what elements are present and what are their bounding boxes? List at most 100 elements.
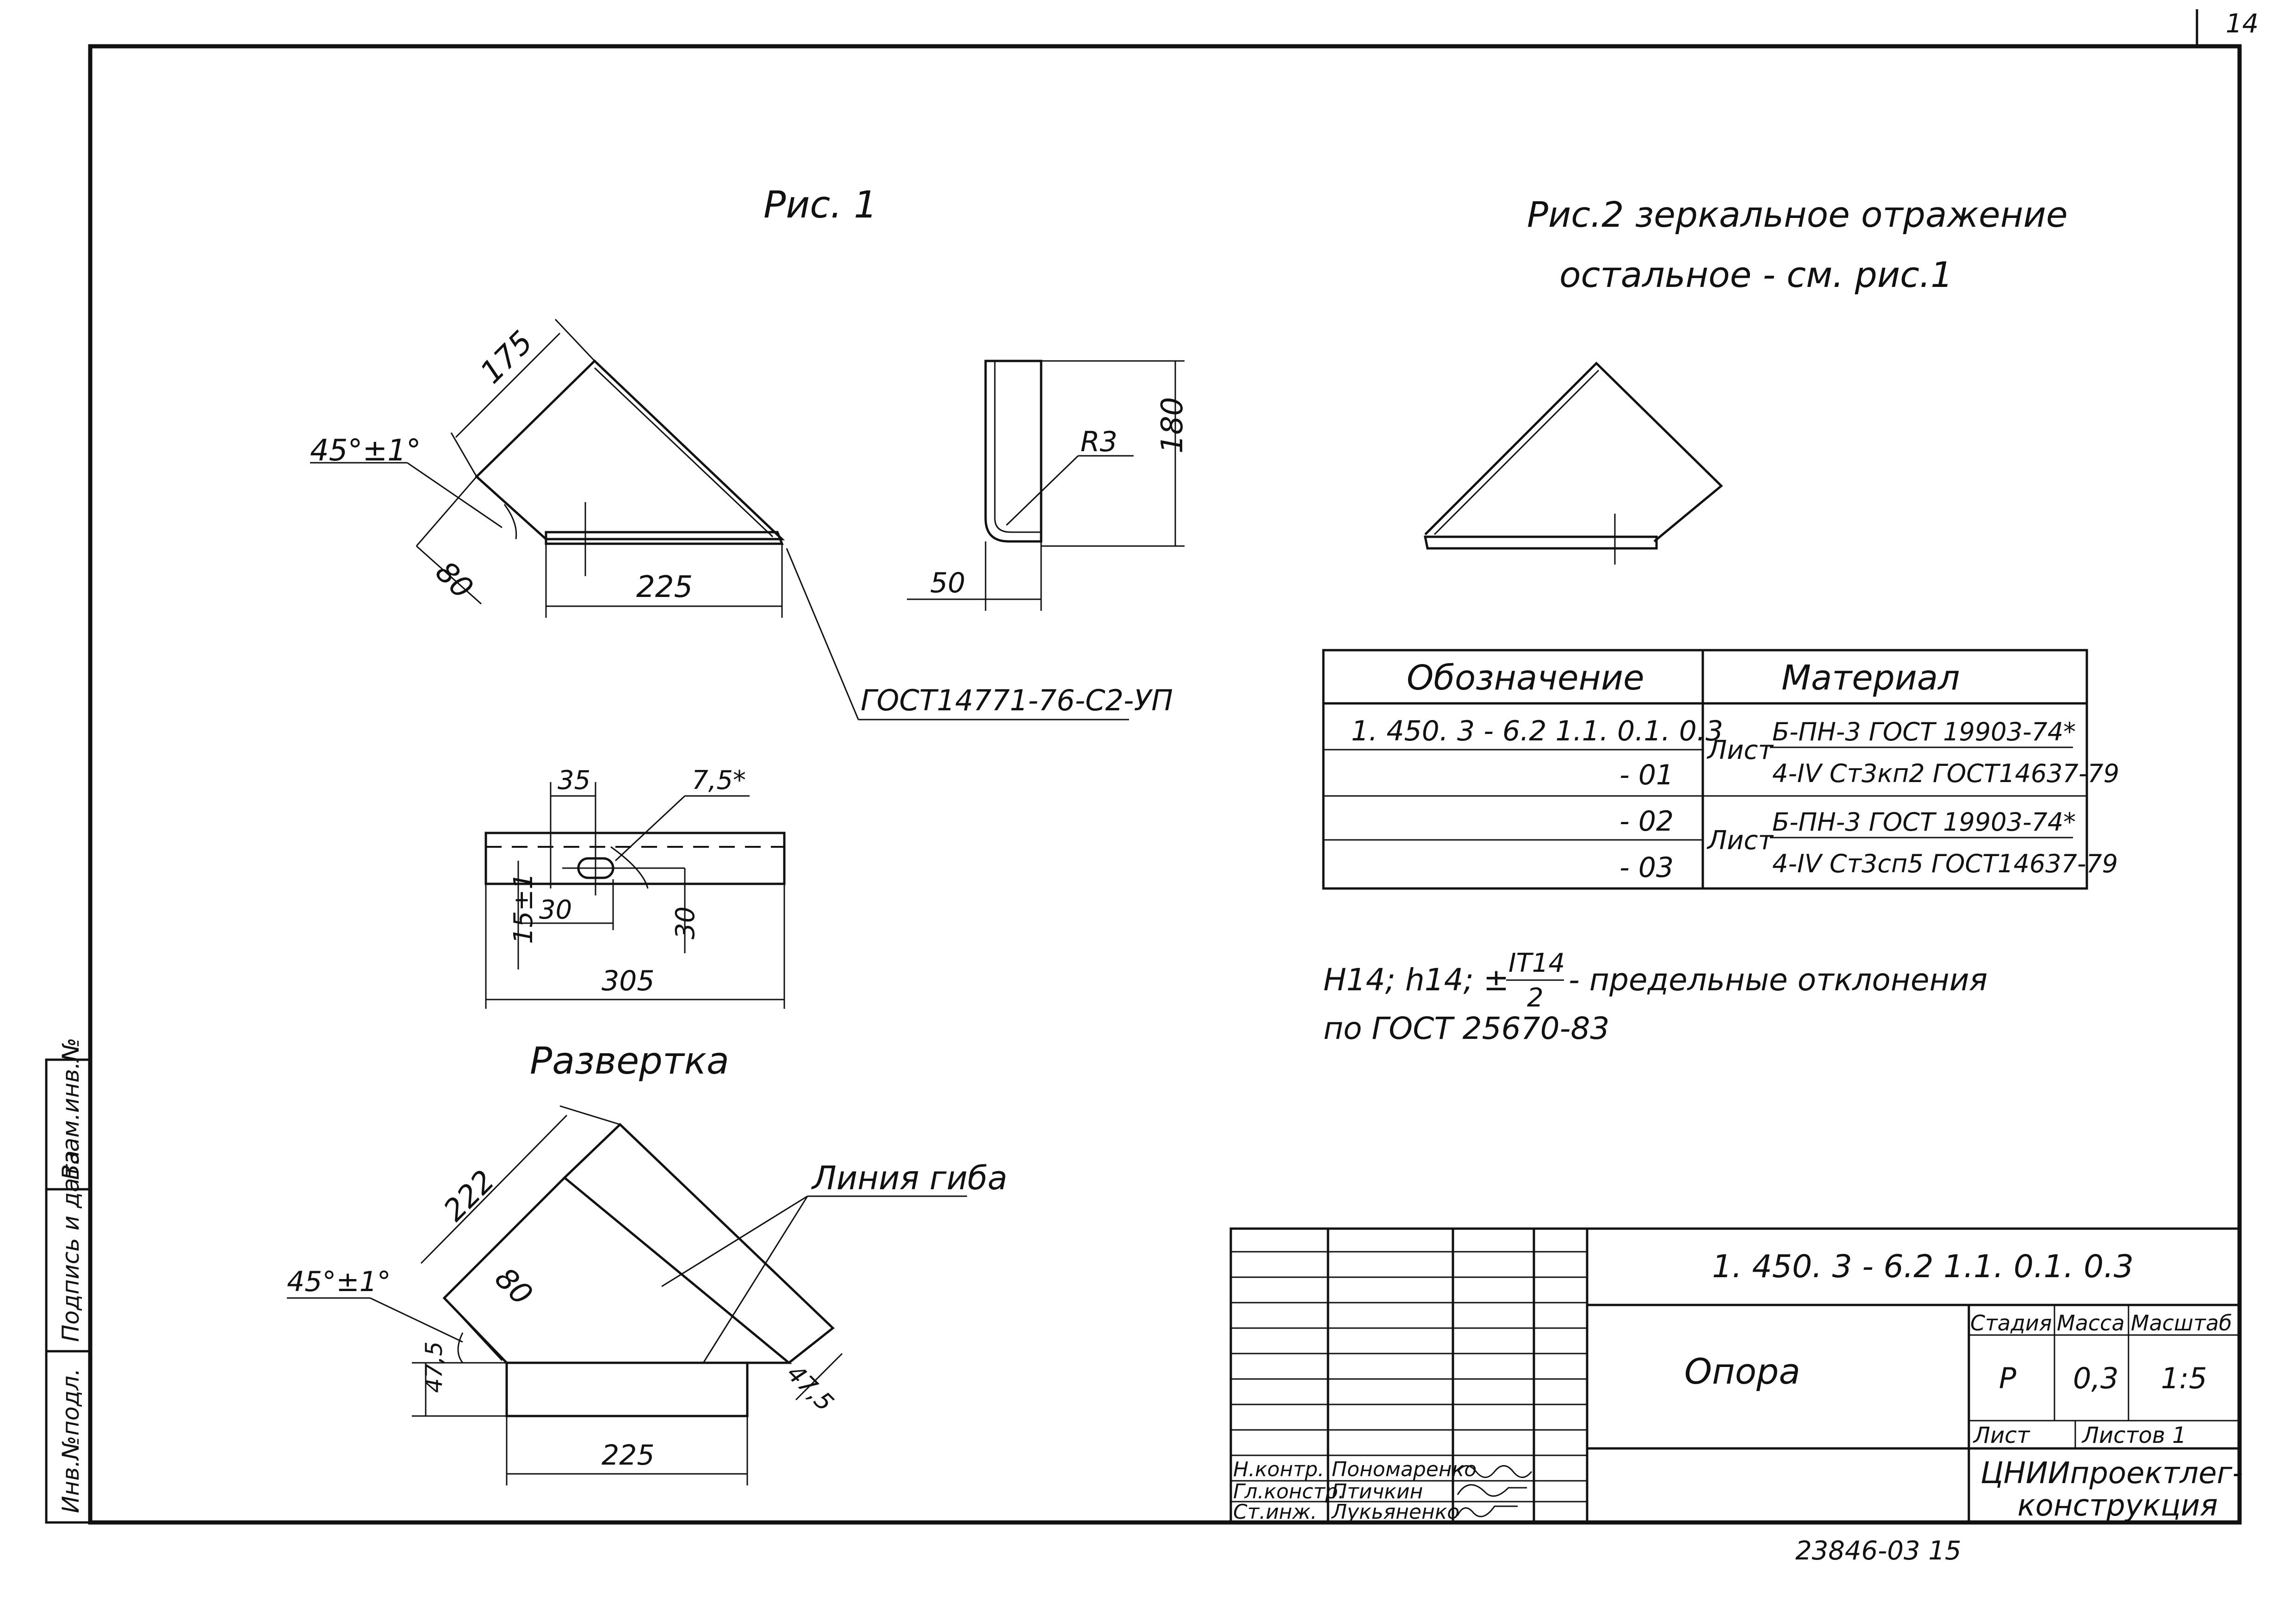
mat-0-top: Б-ПН-3 ГОСТ 19903-74* [1772, 717, 2076, 746]
slot-arc [610, 846, 649, 889]
mat-1-top: Б-ПН-3 ГОСТ 19903-74* [1772, 808, 2076, 837]
dim-175-ext2 [554, 318, 596, 362]
fig1-title: Рис. 1 [763, 183, 877, 226]
dim-80-ext [416, 476, 478, 547]
angle-arc [503, 504, 517, 540]
side-stamp: Взам.инв.№ Подпись и дата Инв.№подл. [45, 1037, 92, 1524]
fig2-flange [1423, 535, 1658, 550]
figure-2: Рис.2 зеркальное отражение остальное - с… [1423, 194, 2068, 565]
dim-175-ext1 [450, 432, 478, 477]
fig2-title-line2: остальное - см. рис.1 [1559, 254, 1953, 295]
r3-text: R3 [1080, 426, 1117, 458]
dim-222-line [420, 1114, 568, 1264]
dim-222-text: 222 [437, 1164, 502, 1228]
spec-header-designation: Обозначение [1407, 658, 1644, 698]
dim-222-ext [559, 1105, 621, 1125]
dim-35-text: 35 [558, 765, 590, 795]
dim-175-line [455, 332, 561, 438]
fig1-bracket-inner [594, 367, 774, 538]
bend-label: Линия гиба [811, 1159, 1007, 1197]
bend-base-rect [505, 1361, 749, 1417]
side-stamp-inv: Инв.№подл. [57, 1368, 84, 1513]
dim-50-text: 50 [930, 567, 965, 599]
dim-225-text: 225 [636, 570, 693, 604]
bend-angle-leader [370, 1297, 463, 1343]
mat-0-bottom: 4-IV Ст3кп2 ГОСТ14637-79 [1772, 759, 2119, 788]
bend-leader-2 [702, 1196, 808, 1363]
gost-callout-text: ГОСТ14771-76-С2-УП [861, 683, 1173, 717]
spec-table: Обозначение Материал 1. 450. 3 - 6.2 1.1… [1322, 649, 2119, 890]
angle-leader-2 [407, 462, 503, 528]
fig2-bracket-inner [1433, 369, 1600, 535]
tb-person-0-role: Н.контр. [1233, 1458, 1324, 1481]
bend-leader-1 [661, 1195, 808, 1287]
spec-row-3: - 03 [1620, 851, 1674, 884]
spec-table-border [1322, 649, 2088, 890]
side-stamp-sign: Подпись и дата [57, 1150, 84, 1342]
tb-org-line1: ЦНИИпроектлег- [1980, 1456, 2243, 1491]
dim-bend-225-text: 225 [602, 1439, 655, 1472]
dim-47a-text: 47,5 [421, 1342, 447, 1393]
tolerance-note: Н14; h14; ± IT14 2 - предельные отклонен… [1323, 948, 1987, 1046]
tb-signature-2 [1457, 1505, 1518, 1517]
tolerance-frac-den: 2 [1527, 983, 1544, 1013]
spec-row-2: - 02 [1620, 805, 1674, 838]
dim-305-text: 305 [602, 965, 655, 997]
side-stamp-vzam: Взам.инв.№ [57, 1037, 84, 1180]
tb-mass-label: Масса [2057, 1311, 2125, 1335]
tb-scale: 1:5 [2161, 1361, 2207, 1395]
dim-30b-text: 30 [670, 907, 701, 939]
tb-code: 1. 450. 3 - 6.2 1.1. 0.1. 0.3 [1712, 1249, 2134, 1285]
blank-outline [484, 832, 786, 885]
bottom-number: 23846-03 15 [1795, 1536, 1961, 1566]
fig2-bracket-outline [1424, 361, 1723, 542]
bend-part-inner [564, 1123, 835, 1364]
dim-80-line [416, 545, 482, 605]
unfold-view: 35 7,5* 15±1 30 30 305 Развертка [484, 765, 786, 1082]
dim-180-text: 180 [1155, 397, 1190, 453]
dim-80-text: 80 [428, 555, 479, 606]
dim-47b-line [795, 1353, 843, 1401]
bend-angle-arc [457, 1332, 464, 1363]
tb-signature-1 [1457, 1484, 1527, 1497]
tolerance-frac-num: IT14 [1508, 948, 1565, 978]
r3-leader [1005, 455, 1079, 526]
tb-mass: 0,3 [2073, 1361, 2119, 1395]
tb-person-2-name: Лукьяненко [1331, 1500, 1459, 1524]
tb-person-1-name: Птичкин [1332, 1480, 1423, 1503]
mat-1-prefix: Лист [1706, 826, 1774, 856]
fig2-title-line1: Рис.2 зеркальное отражение [1527, 194, 2068, 235]
bend-angle-text: 45°±1° [287, 1266, 391, 1298]
sheet-frame [88, 44, 2242, 1525]
gost-leader [786, 548, 859, 720]
fig1-side-radius [994, 518, 1041, 533]
tb-sheet-label: Лист [1973, 1422, 2031, 1448]
spec-header-material: Материал [1781, 658, 1960, 698]
tb-org-line2: конструкция [2017, 1489, 2218, 1523]
fig1-bracket-outline [475, 359, 785, 540]
spec-row-1: - 01 [1620, 759, 1674, 791]
dim-7-5-text: 7,5* [692, 765, 746, 795]
dim-7-5-leader [614, 795, 686, 862]
mat-1-bottom: 4-IV Ст3сп5 ГОСТ14637-79 [1772, 849, 2118, 878]
tb-name: Опора [1684, 1351, 1800, 1392]
tb-sheets-label: Листов 1 [2081, 1422, 2186, 1448]
tb-person-0-name: Пономаренко [1332, 1458, 1477, 1481]
mat-0-prefix: Лист [1706, 735, 1774, 765]
title-block-border [1229, 1227, 2241, 1524]
side-stamp-border [45, 1058, 92, 1524]
title-block: Н.контр. Пономаренко Гл.констр. Птичкин … [1229, 1227, 2243, 1524]
tb-person-1-role: Гл.констр. [1233, 1480, 1345, 1503]
figure-1: Рис. 1 175 45°±1° 80 225 ГОСТ14771-76-С2… [310, 183, 1190, 721]
tb-stage-label: Стадия [1970, 1311, 2052, 1335]
dim-175-text: 175 [473, 324, 540, 391]
bend-view: Линия гиба 222 80 45°±1° 47,5 47,5 225 [287, 1105, 1007, 1485]
sheet-number: 14 [2226, 9, 2259, 39]
tb-person-2-role: Ст.инж. [1233, 1500, 1317, 1524]
tolerance-part2: - предельные отклонения [1569, 962, 1987, 998]
unfold-title: Развертка [530, 1039, 729, 1082]
fig1-side-profile [984, 360, 1043, 543]
dim-47b-text: 47,5 [781, 1360, 838, 1417]
tb-scale-label: Масштаб [2131, 1311, 2232, 1335]
